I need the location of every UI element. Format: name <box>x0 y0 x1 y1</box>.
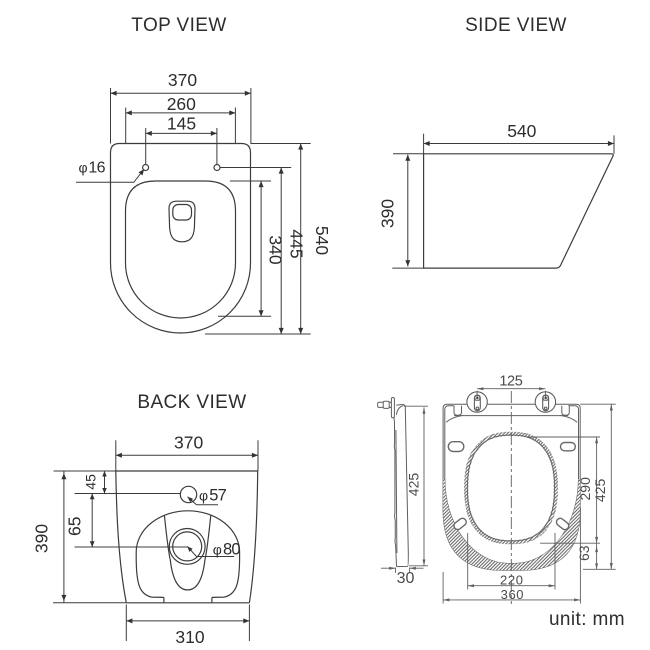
svg-text:TOP VIEW: TOP VIEW <box>131 15 226 36</box>
svg-text:145: 145 <box>167 114 196 134</box>
svg-text:φ16: φ16 <box>79 160 106 177</box>
svg-text:340: 340 <box>266 235 286 264</box>
svg-text:65: 65 <box>65 516 85 535</box>
svg-text:445: 445 <box>287 229 307 258</box>
svg-text:540: 540 <box>507 121 536 141</box>
svg-text:45: 45 <box>82 474 98 490</box>
svg-text:310: 310 <box>175 627 204 647</box>
svg-text:540: 540 <box>312 226 332 255</box>
svg-text:425: 425 <box>406 473 422 497</box>
svg-text:390: 390 <box>31 524 51 553</box>
svg-text:unit: mm: unit: mm <box>549 609 625 630</box>
svg-text:290: 290 <box>577 477 593 501</box>
svg-text:370: 370 <box>174 433 203 453</box>
svg-text:30: 30 <box>397 570 415 587</box>
svg-text:220: 220 <box>500 573 524 588</box>
svg-text:BACK VIEW: BACK VIEW <box>137 392 246 413</box>
svg-text:SIDE VIEW: SIDE VIEW <box>465 15 567 36</box>
svg-text:260: 260 <box>167 94 196 114</box>
svg-text:390: 390 <box>378 199 398 228</box>
svg-text:φ57: φ57 <box>199 487 227 505</box>
svg-text:370: 370 <box>168 70 197 90</box>
svg-text:φ80: φ80 <box>213 540 241 558</box>
svg-text:125: 125 <box>499 374 522 390</box>
svg-text:360: 360 <box>501 587 525 602</box>
svg-text:63: 63 <box>576 545 592 561</box>
svg-text:425: 425 <box>592 479 608 503</box>
